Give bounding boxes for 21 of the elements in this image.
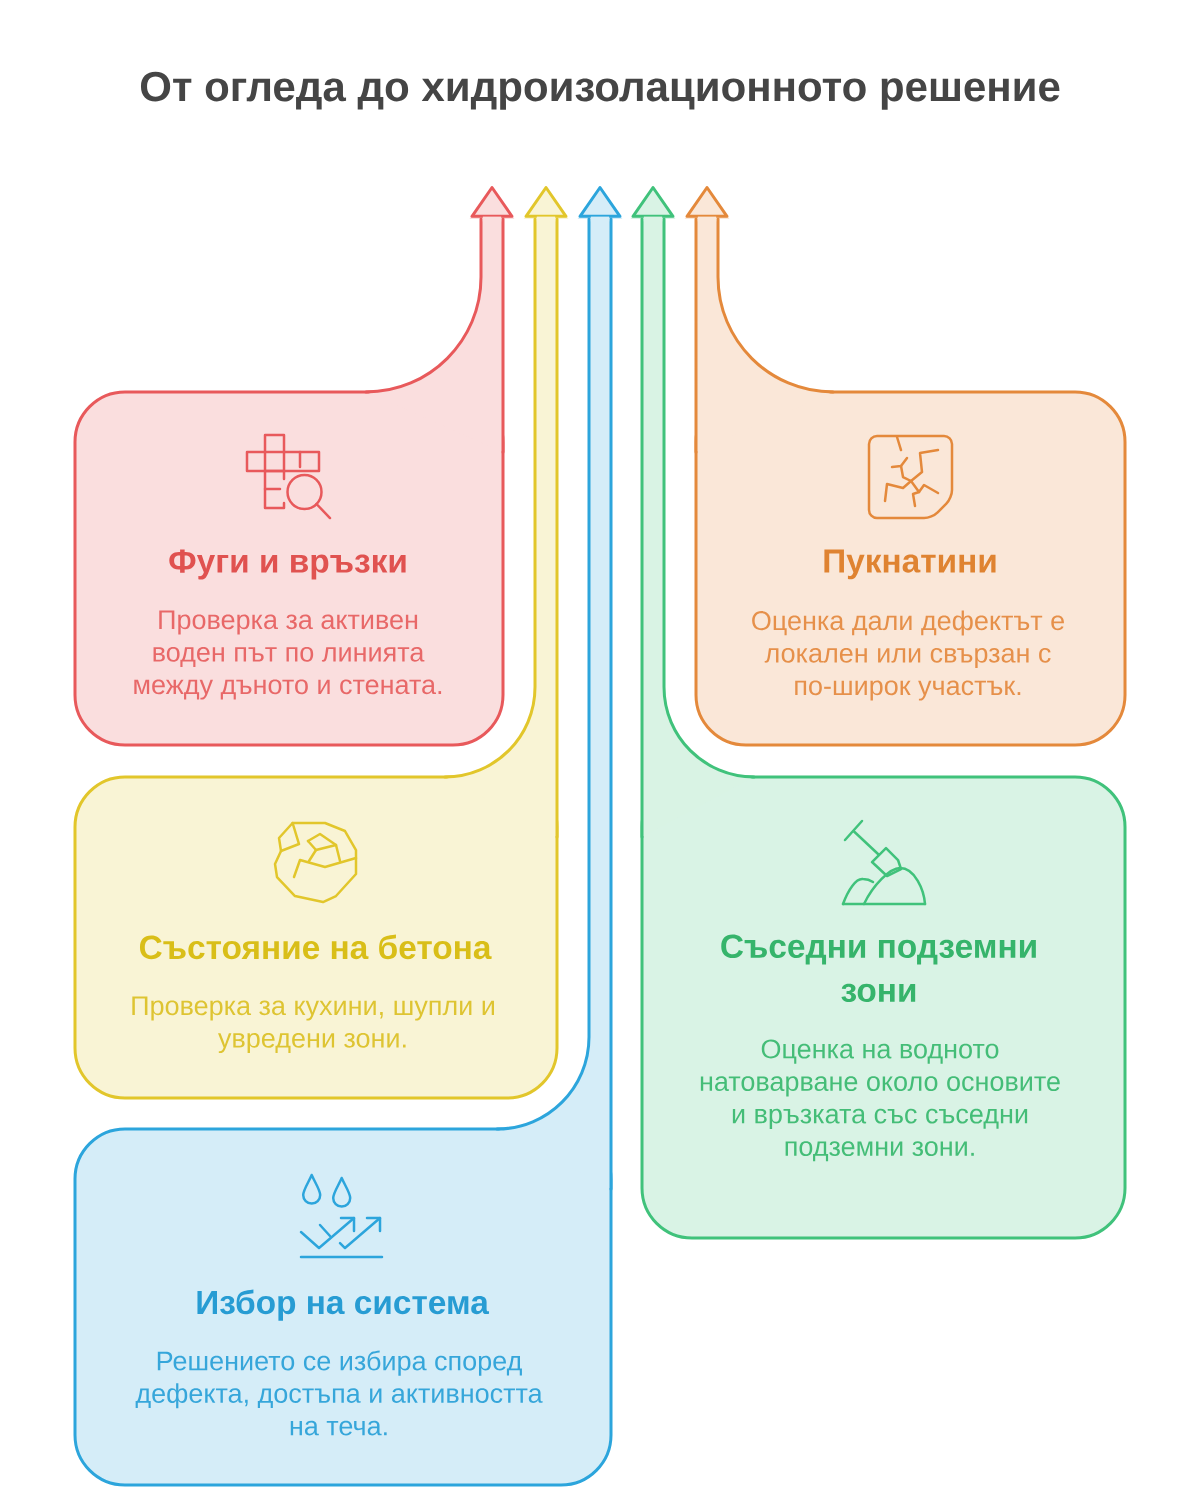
card [73,1127,613,1487]
card-description: Проверка за кухини, шупли и увредени зони. [132,996,494,1054]
card-description: Оценка дали дефектът е локален или свързан с по-широк участък. [752,610,1064,701]
card [640,775,1127,1240]
card-description: Решението се избира според дефекта, достъпа и активността на теча. [135,1350,543,1436]
card-heading: Фуги и връзки [169,549,406,580]
arrow [443,186,569,839]
arrow [495,186,623,1191]
card-heading: Състояние на бетона [139,934,492,960]
title: От огледа до хидроизолационното решение [140,71,1060,110]
arrow [364,186,515,454]
card [694,390,1127,747]
card-description: Оценка на водното натоварване около основите и връзката със съседни подземни зони. [700,1039,1060,1162]
card [73,775,559,1100]
arrow [684,186,835,454]
card-heading: Пукнатини [824,549,996,580]
card-heading: Съседни подземни зони [721,934,1036,1003]
card-description: Проверка за активен воден път по линията между дъното и стената. [134,610,442,700]
card [73,390,505,747]
arrow [630,186,756,839]
card-heading: Избор на система [197,1289,490,1321]
